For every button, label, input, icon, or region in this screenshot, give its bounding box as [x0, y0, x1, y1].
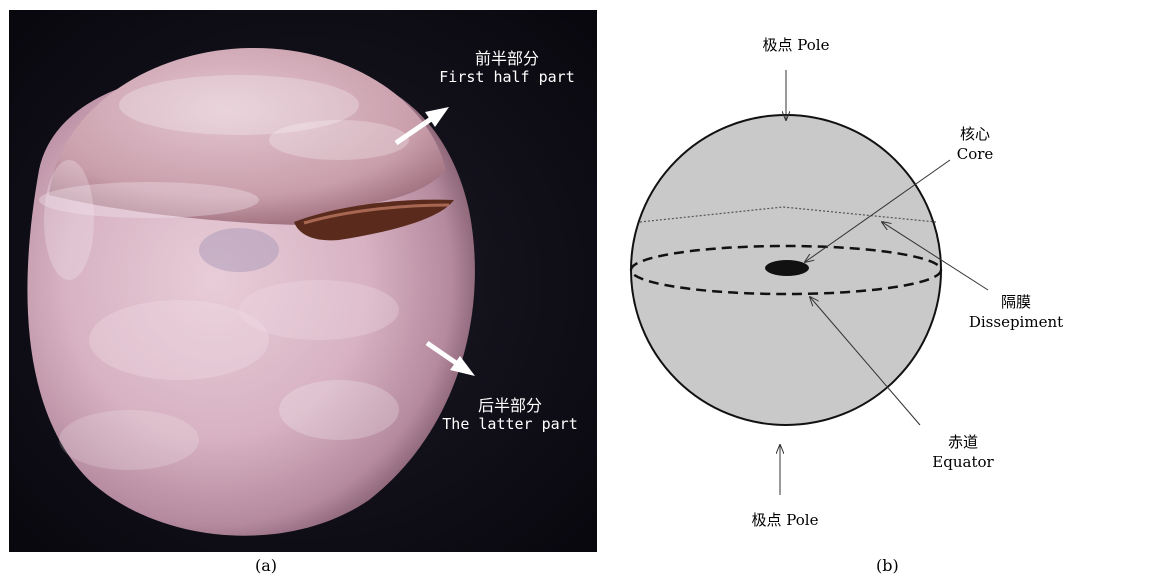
dissepiment-label-zh: 隔膜	[950, 292, 1082, 312]
core-label-zh: 核心	[940, 124, 1010, 144]
latter-part-label-en: The latter part	[424, 415, 596, 433]
pole-bottom-label: 极点 Pole	[729, 510, 841, 530]
core-dot	[765, 260, 809, 276]
caption-a: (a)	[255, 556, 277, 575]
sphere-diagram	[600, 0, 1153, 577]
first-half-label-zh: 前半部分	[419, 50, 595, 68]
equator-label-zh: 赤道	[918, 432, 1008, 452]
diagram-panel: 极点 Pole 极点 Pole 核心 Core 隔膜 Dissepiment 赤…	[600, 0, 1153, 577]
core-label-en: Core	[940, 144, 1010, 164]
ball-photo	[9, 10, 597, 552]
dissepiment-label-en: Dissepiment	[950, 312, 1082, 332]
equator-label: 赤道 Equator	[918, 432, 1008, 472]
first-half-label: 前半部分 First half part	[419, 50, 595, 86]
latter-part-label: 后半部分 The latter part	[424, 397, 596, 433]
equator-label-en: Equator	[918, 452, 1008, 472]
dissepiment-label: 隔膜 Dissepiment	[950, 292, 1082, 332]
latter-part-label-zh: 后半部分	[424, 397, 596, 415]
photo-panel: 前半部分 First half part 后半部分 The latter par…	[9, 10, 597, 552]
pole-top-label: 极点 Pole	[740, 35, 852, 55]
core-label: 核心 Core	[940, 124, 1010, 164]
caption-b: (b)	[876, 556, 899, 575]
first-half-label-en: First half part	[419, 68, 595, 86]
